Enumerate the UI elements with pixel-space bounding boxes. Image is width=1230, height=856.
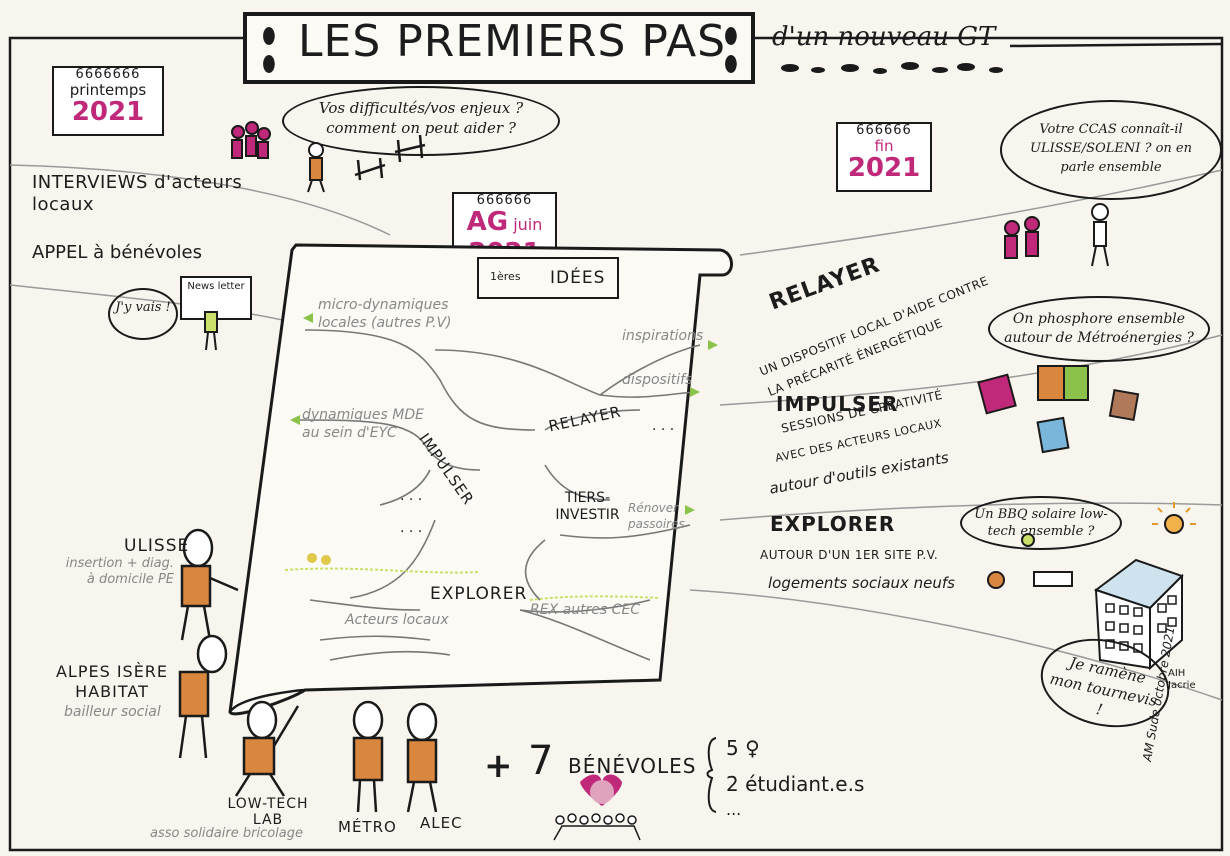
explorer-title: EXPLORER [770,512,896,536]
plus-sign: + [484,746,513,786]
interviews-label: INTERVIEWS d'acteurs locaux [32,172,243,215]
partner-ulisse: ULISSE [124,536,190,556]
branch-renover: Rénover passoires [628,501,685,531]
impulser-title: IMPULSER [776,392,899,416]
partner-alec: ALEC [420,814,463,832]
building-label: AIH Jacrie [1168,668,1196,691]
footprint-icon: ⬮ [724,24,738,49]
ellipsis: . . . [400,520,423,536]
speech-bubble-phosphore: On phosphore ensemble autour de Métroéne… [988,296,1210,362]
title-frame [243,12,755,84]
calendar-rings: 6666666 [75,67,141,82]
speech-bubble-bbq: Un BBQ solaire low-tech ensemble ? [960,496,1122,550]
branch-rex: REX autres CEC [530,602,641,618]
calendar-month: juin [513,215,543,234]
calendar-month: printemps [69,81,147,99]
explorer-description-1: AUTOUR D'UN 1ER SITE P.V. [760,548,939,562]
ideas-header-small: 1ères [490,270,521,283]
volunteers-students: 2 étudiant.e.s [726,772,865,796]
footprint-icon: ⬮ [724,52,738,77]
speech-bubble-jy-vais: J'y vais ! [108,288,178,340]
branch-inspirations: inspirations [622,328,704,344]
speech-bubble-difficulties: Vos difficultés/vos enjeux ? comment on … [282,86,560,156]
agm-prefix: AG [466,207,509,237]
volunteers-count: 7 [528,738,554,784]
node-explorer: EXPLORER [430,584,528,604]
speech-bubble-ccas: Votre CCAS connaît-il ULISSE/SOLENI ? on… [1000,100,1222,200]
partner-lowtech-subtitle: asso solidaire bricolage [150,826,303,841]
calendar-rings: 666666 [476,193,533,208]
calendar-end: 666666 fin 2021 [836,122,932,192]
volunteers-label: BÉNÉVOLES [568,754,697,778]
branch-dispositifs: dispositifs [622,372,693,388]
footprint-icon: ⬮ [262,52,276,77]
calendar-rings: 666666 [856,123,912,138]
volunteers-more: ... [726,800,742,819]
ellipsis: . . . [400,488,423,504]
explorer-description-2: logements sociaux neufs [768,574,955,592]
footprint-icon: ⬮ [262,24,276,49]
volunteers-women: 5 ♀ [726,736,760,760]
partner-metro: MÉTRO [338,818,397,836]
branch-mde-dynamics: dynamiques MDE au sein d'EYC [302,407,424,441]
calendar-year: 2021 [71,97,145,127]
calendar-spring: 6666666 printemps 2021 [52,66,164,136]
ideas-header: IDÉES [550,268,606,288]
branch-micro-dynamics: micro-dynamiques locales (autres P.V) [318,297,452,331]
page-subtitle: d'un nouveau GT [772,22,996,52]
partner-lowtech-lab: LOW-TECH LAB [227,796,309,828]
partner-ulisse-subtitle: insertion + diag. à domicile PE [65,556,174,587]
partner-alpes-subtitle: bailleur social [64,704,161,720]
volunteers-call-label: APPEL à bénévoles [32,242,202,263]
branch-local-actors: Acteurs locaux [345,612,449,628]
calendar-month: fin [874,137,894,155]
ellipsis: . . . [652,418,675,434]
partner-alpes-isere-habitat: ALPES ISÈRE HABITAT [55,662,169,701]
node-tiers-investir: TIERS-INVESTIR [555,490,620,523]
calendar-year: 2021 [847,153,921,183]
page-title: LES PREMIERS PAS [298,16,727,67]
